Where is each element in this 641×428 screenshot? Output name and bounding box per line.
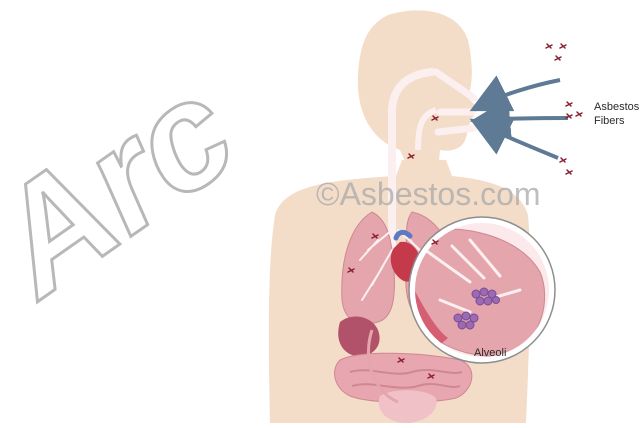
asbestos-fibers-label-line1: Asbestos xyxy=(594,101,640,113)
arrow-lower xyxy=(484,126,558,158)
fiber xyxy=(566,102,572,106)
fiber xyxy=(560,158,566,162)
inhalation-arrows xyxy=(484,80,568,158)
fiber xyxy=(566,114,572,118)
arrow-middle xyxy=(486,118,568,120)
fiber xyxy=(576,112,582,116)
fiber xyxy=(566,170,572,174)
fiber xyxy=(546,44,552,48)
asbestos-fibers-label-line2: Fibers xyxy=(594,115,625,127)
fiber xyxy=(560,44,566,48)
corner-watermark: Arc xyxy=(0,45,263,328)
arrow-upper xyxy=(484,80,560,104)
alveoli-label: Alveoli xyxy=(474,347,506,359)
fiber xyxy=(555,56,561,60)
center-watermark: ©Asbestos.com xyxy=(316,176,541,212)
